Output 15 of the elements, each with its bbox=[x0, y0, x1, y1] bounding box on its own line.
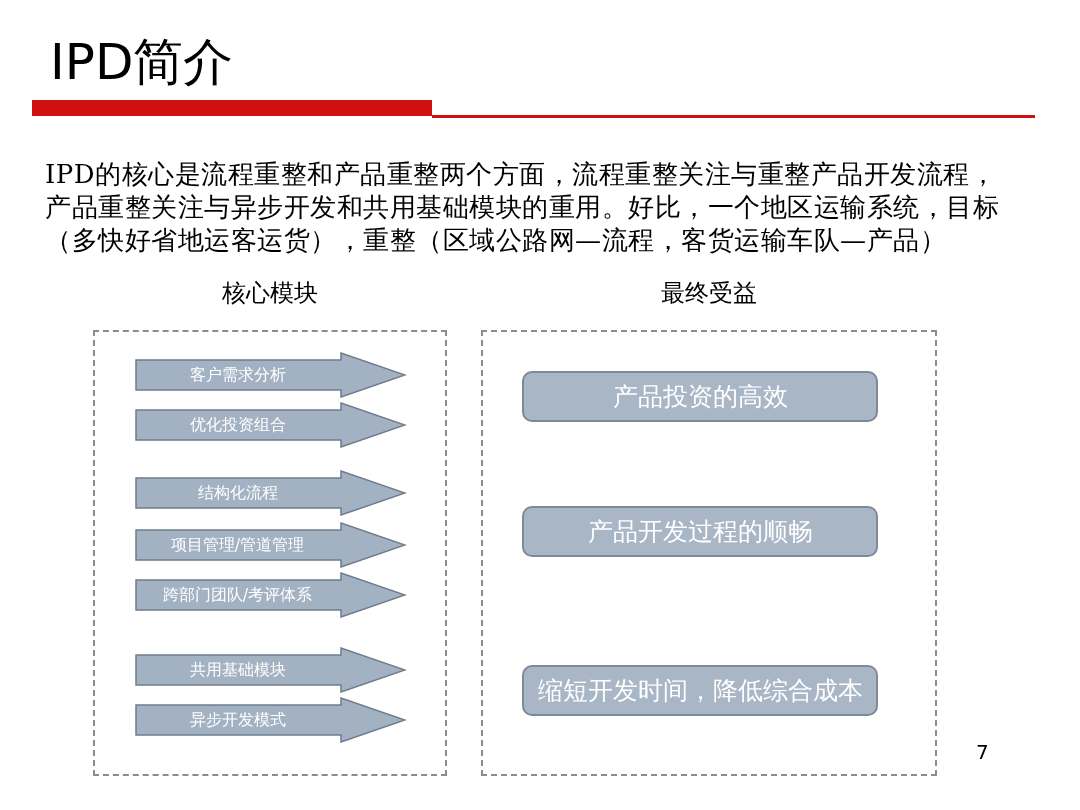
arrow-shape: 跨部门团队/考评体系 bbox=[135, 572, 407, 618]
rounded-box: 产品开发过程的顺畅 bbox=[522, 506, 878, 557]
arrow-shape: 异步开发模式 bbox=[135, 697, 407, 743]
arrow-shape: 项目管理/管道管理 bbox=[135, 522, 407, 568]
slide-title: IPD简介 bbox=[50, 32, 234, 93]
column-heading: 核心模块 bbox=[222, 278, 318, 308]
rounded-box: 产品投资的高效 bbox=[522, 371, 878, 422]
page-number: 7 bbox=[976, 740, 989, 764]
arrow-shape: 优化投资组合 bbox=[135, 402, 407, 448]
arrow-shape: 共用基础模块 bbox=[135, 647, 407, 693]
arrow-shape: 结构化流程 bbox=[135, 470, 407, 516]
arrow-shape: 客户需求分析 bbox=[135, 352, 407, 398]
rounded-box: 缩短开发时间，降低综合成本 bbox=[522, 665, 878, 716]
intro-paragraph: IPD的核心是流程重整和产品重整两个方面，流程重整关注与重整产品开发流程，产品重整关注与异步开发和共用基础模块的重用。好比，一个地区运输系统，目标（多快好省地运客运货），重整（区域公路网—流程，客货运输车队—产品） bbox=[45, 158, 1000, 257]
column-heading: 最终受益 bbox=[661, 278, 757, 308]
